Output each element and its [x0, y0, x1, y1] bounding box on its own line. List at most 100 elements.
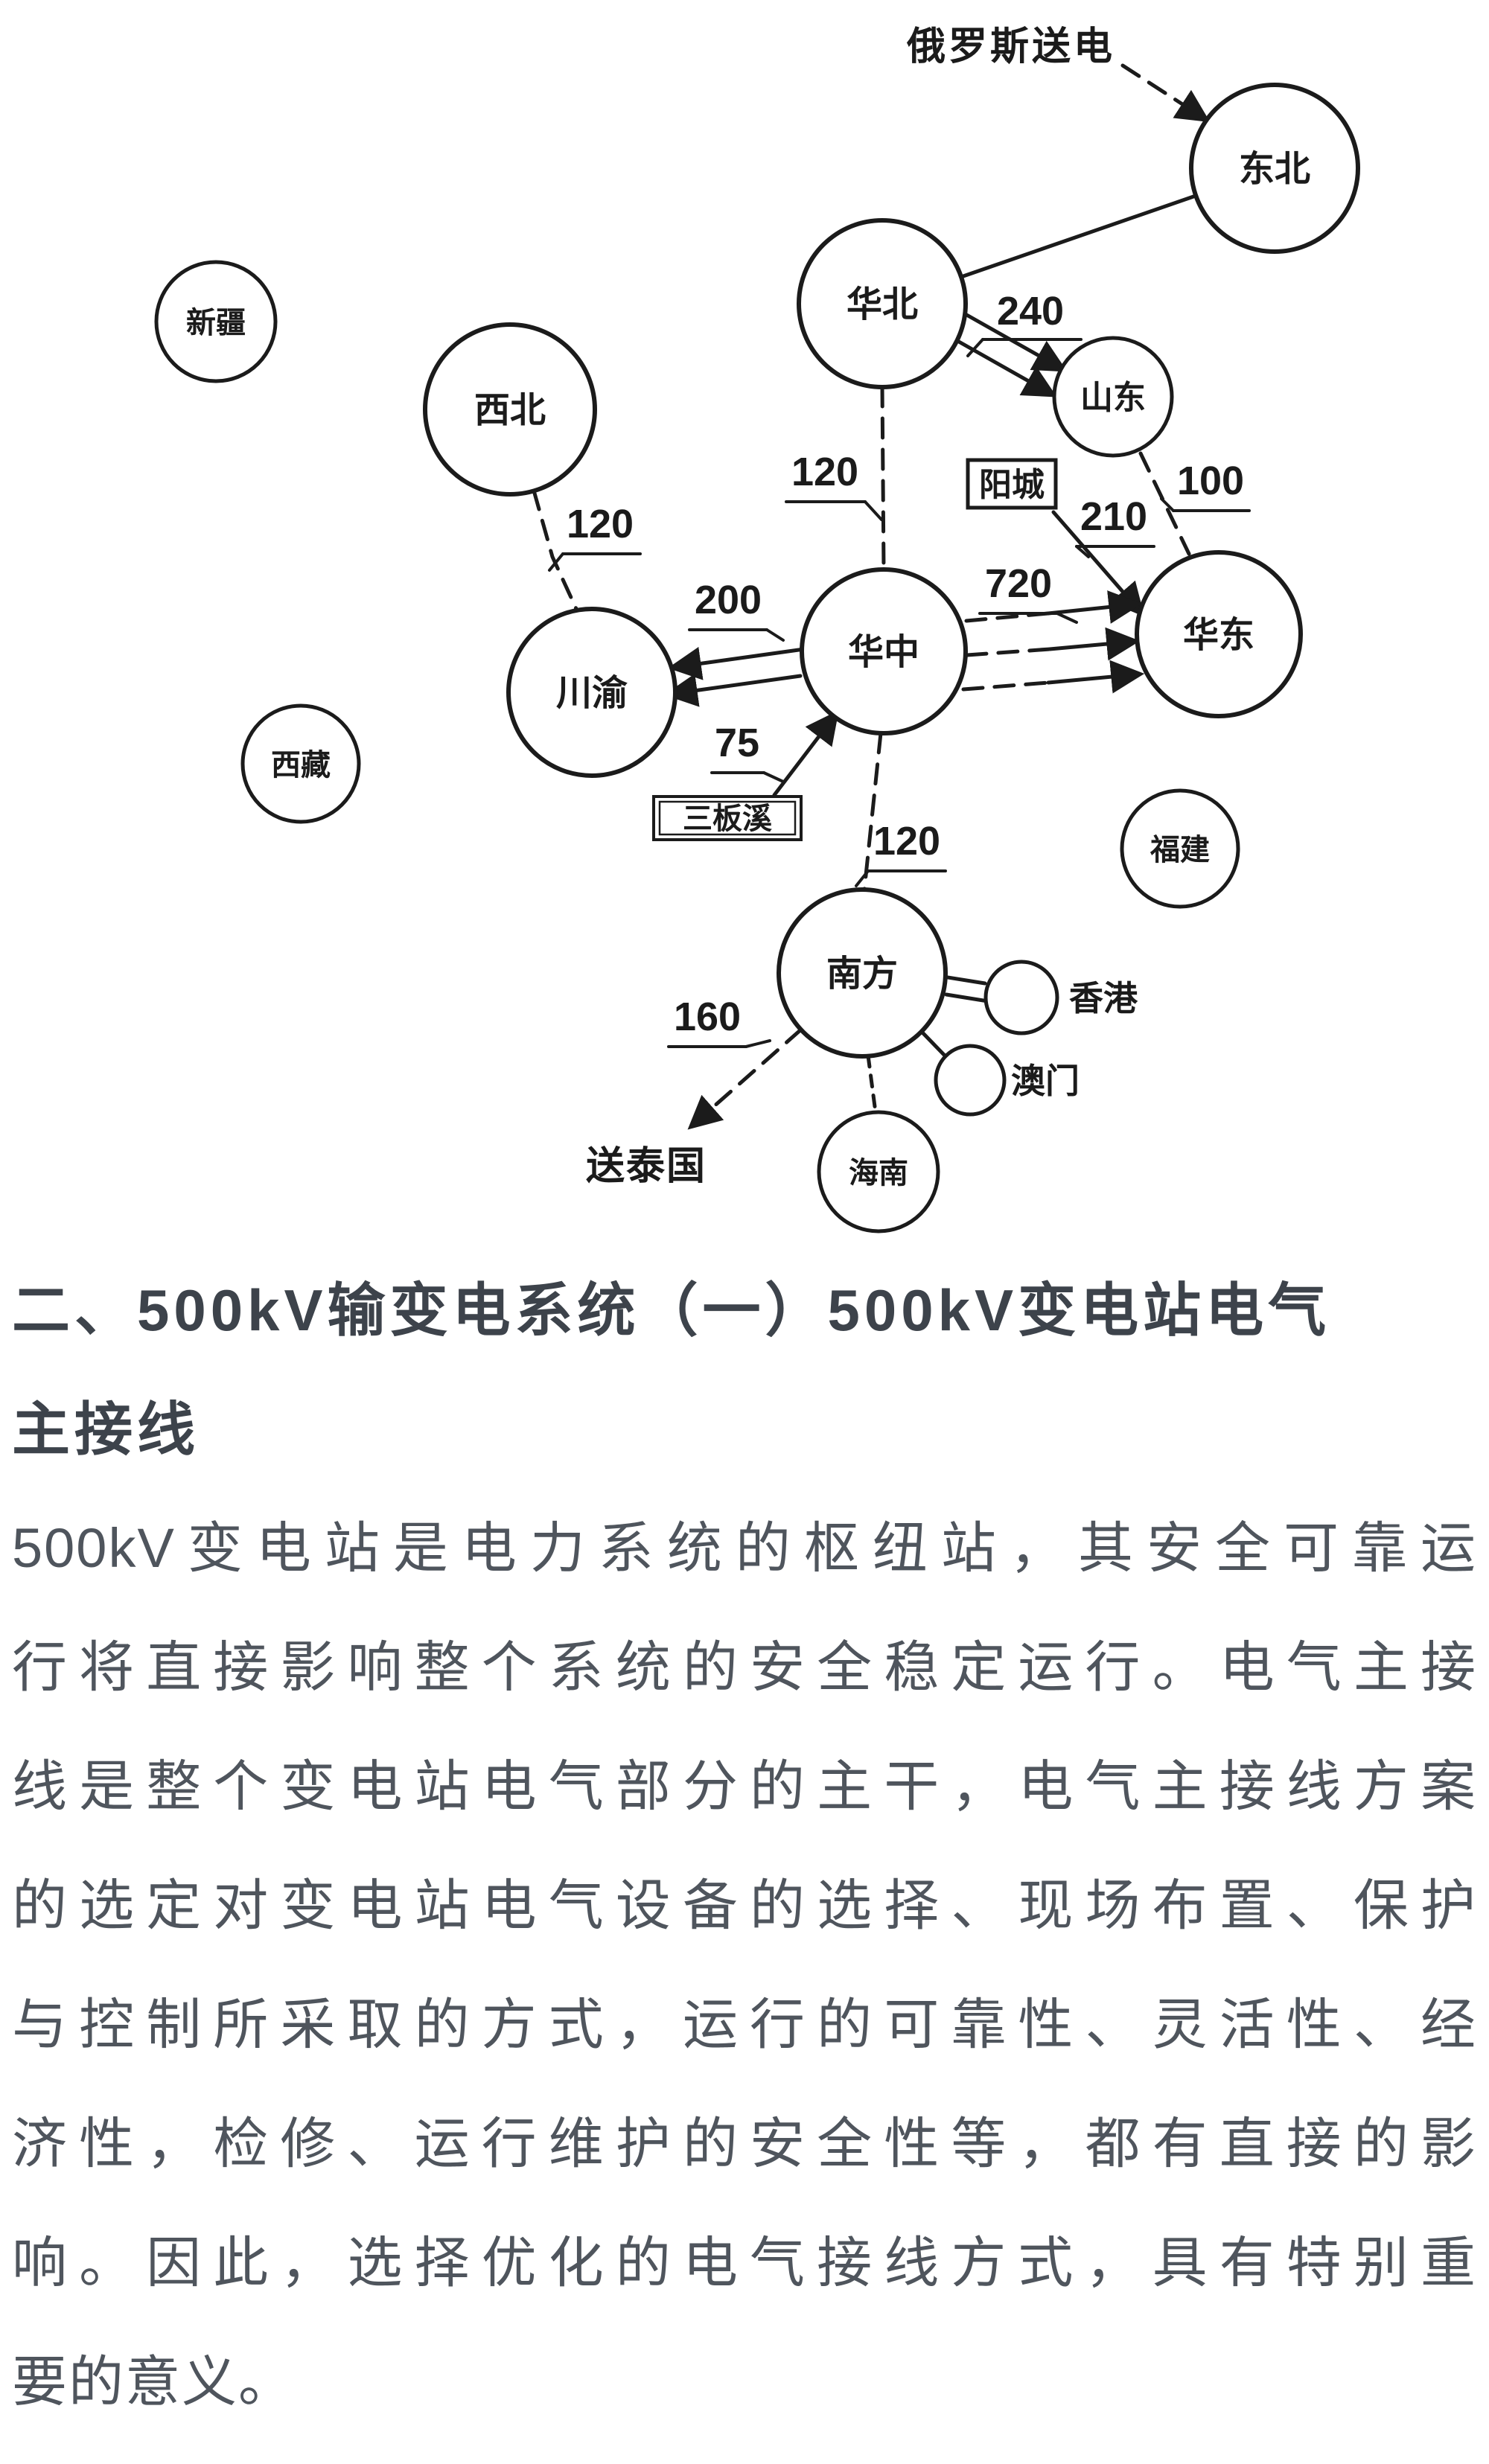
xizang-circle [240, 703, 361, 824]
paragraph-line: 线是整个变电站电气部分的主干，电气主接线方案 [12, 1755, 1477, 1817]
aomen-label: 澳门 [1011, 1062, 1080, 1100]
region-node-huabei: 华北 [797, 218, 968, 389]
flow-200-leader [765, 628, 785, 642]
paragraph-line: 与控制所采取的方式，运行的可靠性、灵活性、经 [12, 1994, 1477, 2055]
link-huabei-huazhong-dashed [880, 385, 886, 572]
region-node-xizang: 西藏 [240, 703, 361, 824]
flow-120c-leader [855, 869, 870, 887]
xibei-circle [423, 322, 597, 497]
region-node-nanfang: 南方 [777, 887, 948, 1059]
paragraph-line: 的选定对变电站电气设备的选择、现场布置、保护 [12, 1874, 1477, 1936]
chuanyu-label: 川渝 [556, 674, 628, 713]
paragraph-line: 济性，检修、运行维护的安全性等，都有直接的影 [12, 2113, 1477, 2174]
xizang-label: 西藏 [271, 749, 331, 782]
fujian-circle [1120, 788, 1240, 909]
huabei-label: 华北 [846, 285, 918, 325]
xinjiang-circle [154, 260, 278, 383]
article-paragraph: 500kV变电站是电力系统的枢纽站，其安全可靠运 行将直接影响整个系统的安全稳定… [12, 1489, 1477, 2442]
region-node-xinjiang: 新疆 [154, 260, 278, 383]
paragraph-line: 响。因此，选择优化的电气接线方式，具有特别重 [12, 2232, 1477, 2294]
link-huazhong-nanfang-dashed [862, 731, 883, 892]
nanfang-circle [777, 887, 948, 1059]
region-node-huazhong: 华中 [800, 567, 968, 735]
hainan-label: 海南 [849, 1157, 908, 1190]
region-node-chuanyu: 川渝 [506, 607, 677, 778]
sanbanxi-label: 三板溪 [683, 802, 772, 835]
dongbei-label: 东北 [1239, 150, 1310, 189]
flow-210-leader [1075, 545, 1090, 558]
huadong-circle [1135, 550, 1303, 718]
link-dongbei-huabei [959, 194, 1198, 279]
section-heading-line-1: 二、500kV输变电系统（一）500kV变电站电气 [12, 1277, 1331, 1343]
hongkong-label: 香港 [1069, 979, 1138, 1018]
paragraph-line: 要的意义。 [12, 2351, 295, 2413]
flow-720-leader [1056, 612, 1078, 624]
flow-value-120-huabei-huazhong: 120 [791, 450, 858, 494]
link-nanfang-hongkong-line2 [944, 992, 990, 1003]
region-node-fujian: 福建 [1120, 788, 1240, 909]
section-heading-line-2: 主接线 [12, 1397, 200, 1462]
station-sanbanxi: 三板溪 [652, 795, 803, 841]
section-heading: 二、500kV输变电系统（一）500kV变电站电气 主接线 [12, 1251, 1477, 1489]
paragraph-line: 500kV变电站是电力系统的枢纽站，其安全可靠运 [12, 1517, 1477, 1579]
flow-240-leader [966, 338, 984, 357]
link-nanfang-hainan-dashed [866, 1053, 878, 1114]
region-node-huadong: 华东 [1135, 550, 1303, 718]
link-huazhong-chuanyu-line2 [663, 674, 803, 707]
yangcheng-box [966, 458, 1058, 510]
link-huazhong-chuanyu-line1 [667, 647, 806, 680]
flow-value-75: 75 [715, 721, 759, 765]
shandong-label: 山东 [1080, 380, 1146, 416]
yangcheng-label: 阳城 [979, 467, 1045, 503]
hainan-circle [817, 1110, 940, 1233]
hongkong-circle [983, 960, 1059, 1035]
fujian-label: 福建 [1150, 834, 1210, 866]
link-huazhong-huadong-line3-arrow [1046, 660, 1145, 694]
flow-75-leader [762, 771, 785, 783]
flow-120b-leader [548, 552, 564, 572]
region-node-hongkong: 香港 [983, 960, 1138, 1035]
link-nanfang-hongkong-line1 [941, 974, 987, 986]
flow-160-leader [744, 1039, 771, 1048]
region-node-dongbei: 东北 [1189, 83, 1360, 254]
paragraph-line: 行将直接影响整个系统的安全稳定运行。电气主接 [12, 1636, 1477, 1698]
link-huabei-shandong-line2 [945, 333, 1057, 398]
flow-120a-leader [864, 500, 883, 521]
flow-100-leader [1160, 497, 1175, 512]
russia-supply-label: 俄罗斯送电 [906, 25, 1115, 68]
flow-labels: 240 120 100 210 720 120 200 75 1 [548, 289, 1251, 1048]
link-huazhong-huadong-line1-arrow [1046, 590, 1143, 624]
huabei-circle [797, 218, 968, 389]
station-yangcheng: 阳城 [966, 458, 1058, 510]
thailand-export-label: 送泰国 [586, 1145, 707, 1188]
link-huazhong-huadong-line3-dashed [961, 680, 1050, 692]
sanbanxi-box-inner [658, 800, 797, 836]
link-xibei-chuanyu-dashed [532, 488, 579, 613]
flow-value-160: 160 [674, 995, 741, 1039]
flow-value-720: 720 [985, 561, 1052, 606]
power-grid-interconnection-diagram: 240 120 100 210 720 120 200 75 1 [154, 25, 1360, 1233]
link-sanbanxi-huazhong-arrow [772, 710, 839, 797]
link-nanfang-aomen [919, 1030, 948, 1059]
region-node-shandong: 山东 [1052, 336, 1174, 458]
flow-value-120-xibei-chuanyu: 120 [567, 502, 634, 546]
dongbei-circle [1189, 83, 1360, 254]
link-shandong-huadong-dashed [1138, 451, 1191, 556]
aomen-circle [934, 1044, 1007, 1117]
flow-value-210: 210 [1080, 494, 1147, 539]
flow-value-240: 240 [997, 289, 1064, 333]
flow-value-100: 100 [1177, 459, 1244, 503]
region-node-xibei: 西北 [423, 322, 597, 497]
chuanyu-circle [506, 607, 677, 778]
xibei-label: 西北 [474, 391, 546, 430]
link-huazhong-huadong-line2-arrow [1048, 627, 1141, 661]
huazhong-label: 华中 [848, 633, 919, 672]
nanfang-label: 南方 [826, 954, 898, 994]
link-russia-dongbei-dashed-arrow [1120, 63, 1211, 123]
region-node-hainan: 海南 [817, 1110, 940, 1233]
region-node-aomen: 澳门 [934, 1044, 1080, 1117]
link-nanfang-thailand-dashed-arrow [687, 1027, 803, 1130]
shandong-circle [1052, 336, 1174, 458]
grid-links [532, 63, 1211, 1130]
